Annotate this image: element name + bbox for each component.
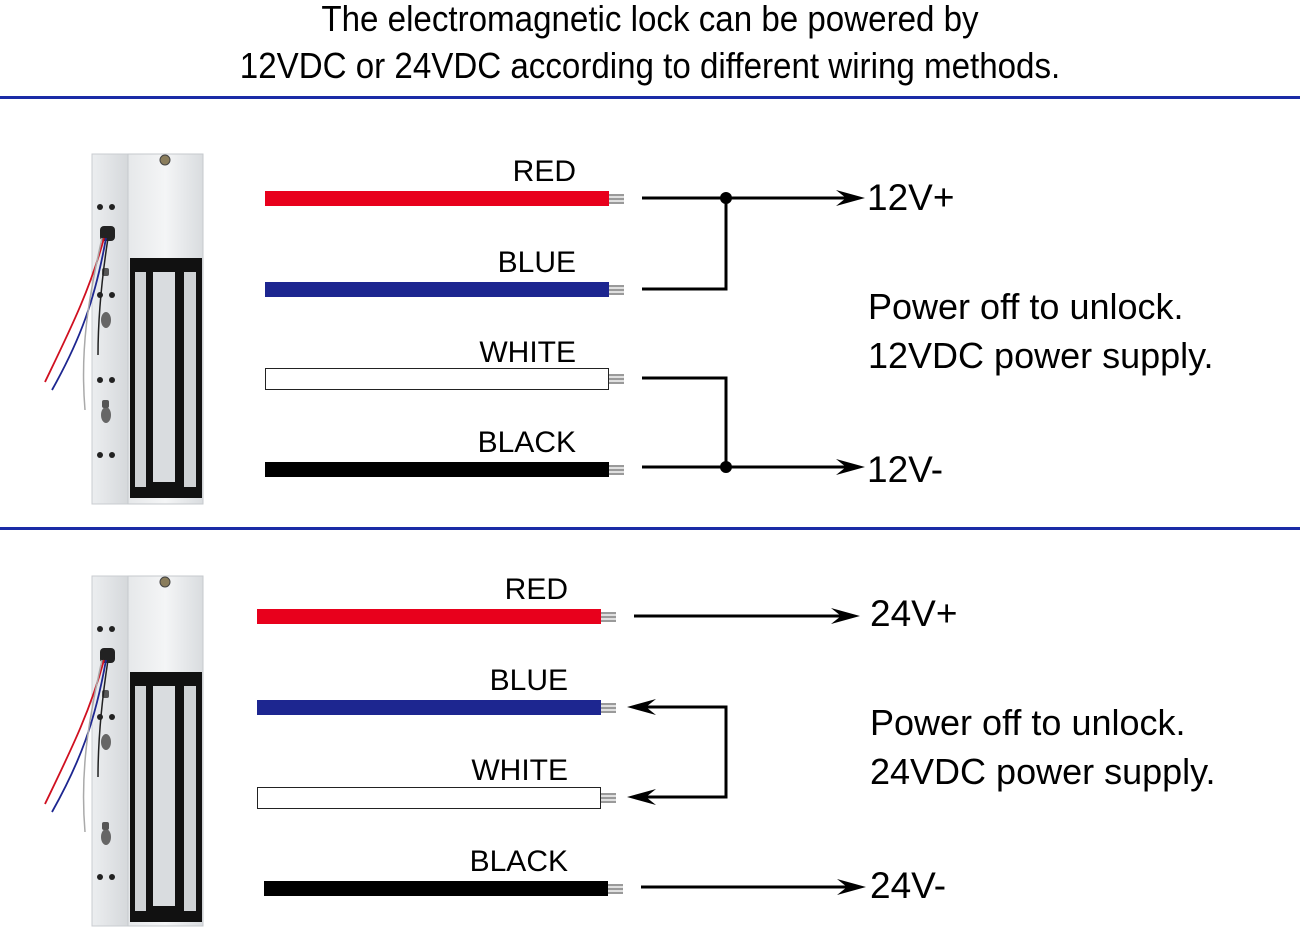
output-24v-negative: 24V- xyxy=(870,865,947,906)
wire-label-red: RED xyxy=(512,155,576,188)
note-line-2-24v: 24VDC power supply. xyxy=(870,751,1216,792)
arrow-icon xyxy=(831,608,860,624)
junction-dot-negative xyxy=(720,461,732,473)
wire-label-white: WHITE xyxy=(479,336,576,369)
wire-label-black: BLACK xyxy=(477,426,576,459)
wire-tip xyxy=(609,465,624,475)
electromagnetic-lock-image-24v xyxy=(44,575,204,927)
wire-tip xyxy=(609,285,624,295)
arrow-icon xyxy=(627,789,656,805)
wire-blue xyxy=(257,700,601,715)
section-divider xyxy=(0,527,1300,530)
output-12v-negative: 12V- xyxy=(867,449,944,490)
wire-label-black: BLACK xyxy=(469,845,568,878)
note-line-1-12v: Power off to unlock. xyxy=(868,286,1184,327)
note-line-1-24v: Power off to unlock. xyxy=(870,702,1186,743)
junction-dot-positive xyxy=(720,192,732,204)
wire-black xyxy=(264,881,608,896)
wire-label-blue: BLUE xyxy=(489,664,568,697)
wire-tip xyxy=(601,703,616,713)
wire-black xyxy=(265,462,609,477)
wire-tip xyxy=(601,612,616,622)
wire-white xyxy=(257,787,601,809)
output-12v-positive: 12V+ xyxy=(867,177,955,218)
wire-white xyxy=(265,368,609,390)
connector-blue-to-junction xyxy=(642,198,728,291)
arrow-icon xyxy=(627,699,656,715)
wire-tip xyxy=(609,374,624,384)
wire-red xyxy=(257,609,601,624)
wire-tip xyxy=(608,884,623,894)
wire-blue xyxy=(265,282,609,297)
arrow-icon xyxy=(836,190,865,206)
connector-blue-white-loop xyxy=(640,705,728,799)
top-divider xyxy=(0,96,1300,99)
note-line-2-12v: 12VDC power supply. xyxy=(868,335,1214,376)
diagram-title-line-2: 12VDC or 24VDC according to different wi… xyxy=(239,45,1061,86)
wire-tip xyxy=(609,194,624,204)
connector-white-to-junction xyxy=(642,376,728,467)
arrow-icon xyxy=(837,879,866,895)
output-24v-positive: 24V+ xyxy=(870,593,958,634)
wire-tip xyxy=(601,793,616,803)
wire-red xyxy=(265,191,609,206)
diagram-title-line-1: The electromagnetic lock can be powered … xyxy=(321,0,979,39)
electromagnetic-lock-image-12v xyxy=(44,153,204,505)
wire-label-red: RED xyxy=(504,573,568,606)
wire-label-blue: BLUE xyxy=(497,246,576,279)
wire-label-white: WHITE xyxy=(471,754,568,787)
arrow-icon xyxy=(836,459,865,475)
